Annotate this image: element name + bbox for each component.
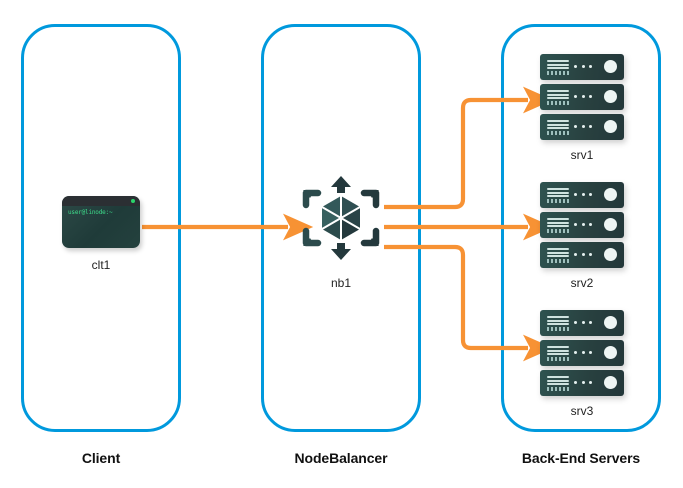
server-unit (540, 242, 624, 268)
nodebalancer-hexagon-icon[interactable] (301, 176, 381, 260)
server-rack-icon-srv2[interactable] (540, 182, 624, 268)
server-unit (540, 370, 624, 396)
direction-arrows (331, 176, 351, 260)
server-led-dots (574, 65, 592, 68)
terminal-icon[interactable]: user@linode:~ (62, 196, 140, 248)
server-port-ticks (547, 357, 569, 361)
server-power-knob-icon (604, 248, 617, 261)
server-vent-stripes (547, 120, 569, 130)
group-label-nodebalancer: NodeBalancer (294, 450, 388, 466)
server-led-dots (574, 253, 592, 256)
server-power-knob-icon (604, 316, 617, 329)
server-vent-stripes (547, 248, 569, 258)
server-power-knob-icon (604, 218, 617, 231)
server-vent-stripes (547, 60, 569, 70)
server-power-knob-icon (604, 60, 617, 73)
hexagon-facets (322, 196, 360, 240)
server-power-knob-icon (604, 90, 617, 103)
server-power-knob-icon (604, 188, 617, 201)
server-power-knob-icon (604, 346, 617, 359)
status-dot-icon (131, 199, 135, 203)
group-label-client: Client (81, 450, 121, 466)
server-power-knob-icon (604, 120, 617, 133)
server-led-dots (574, 223, 592, 226)
server-rack-icon-srv1[interactable] (540, 54, 624, 140)
server-led-dots (574, 321, 592, 324)
node-label-srv1: srv1 (570, 148, 594, 162)
server-vent-stripes (547, 90, 569, 100)
server-port-ticks (547, 327, 569, 331)
server-vent-stripes (547, 346, 569, 356)
server-unit (540, 84, 624, 110)
server-led-dots (574, 193, 592, 196)
server-led-dots (574, 125, 592, 128)
server-port-ticks (547, 131, 569, 135)
server-unit (540, 340, 624, 366)
server-unit (540, 310, 624, 336)
server-unit (540, 182, 624, 208)
node-label-srv2: srv2 (570, 276, 594, 290)
server-port-ticks (547, 387, 569, 391)
group-label-backend: Back-End Servers (521, 450, 641, 466)
node-label-srv3: srv3 (570, 404, 594, 418)
server-led-dots (574, 381, 592, 384)
terminal-prompt-text: user@linode:~ (68, 209, 113, 216)
server-led-dots (574, 351, 592, 354)
terminal-title-bar (62, 196, 140, 206)
server-vent-stripes (547, 188, 569, 198)
server-vent-stripes (547, 316, 569, 326)
server-vent-stripes (547, 218, 569, 228)
server-port-ticks (547, 229, 569, 233)
server-port-ticks (547, 199, 569, 203)
server-vent-stripes (547, 376, 569, 386)
server-port-ticks (547, 259, 569, 263)
server-unit (540, 212, 624, 238)
node-label-nb1: nb1 (330, 276, 352, 290)
server-unit (540, 54, 624, 80)
server-led-dots (574, 95, 592, 98)
server-rack-icon-srv3[interactable] (540, 310, 624, 396)
server-port-ticks (547, 71, 569, 75)
server-power-knob-icon (604, 376, 617, 389)
server-port-ticks (547, 101, 569, 105)
node-label-clt1: clt1 (91, 258, 111, 272)
server-unit (540, 114, 624, 140)
